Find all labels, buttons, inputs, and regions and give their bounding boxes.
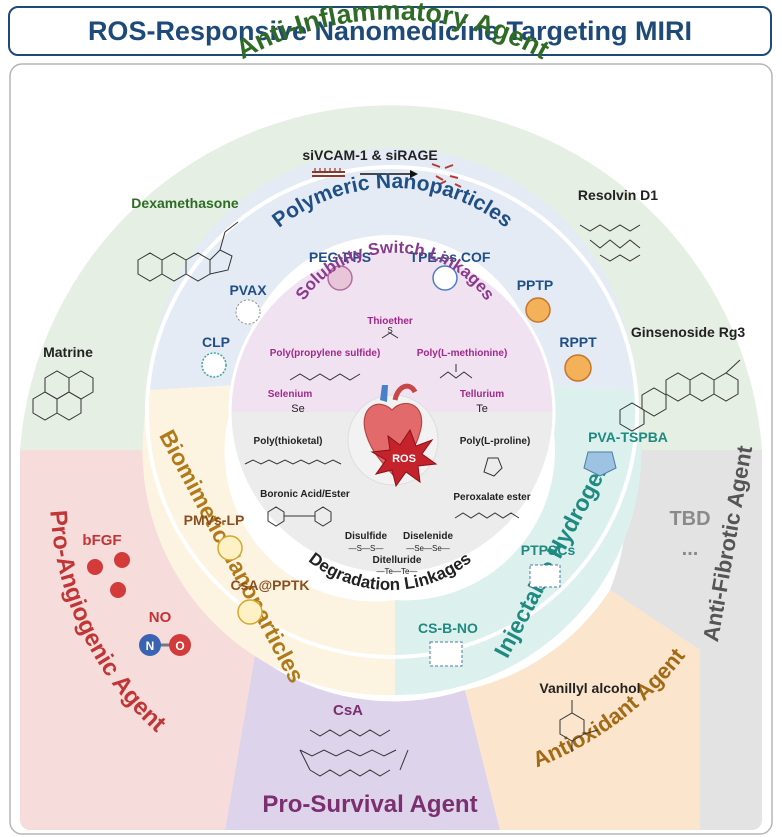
solubility-sector	[230, 250, 554, 412]
no-n-atom: N	[146, 639, 155, 653]
matrine-label: Matrine	[43, 344, 93, 360]
tete-formula: —Te—Te—	[377, 567, 418, 576]
csa-structure-icon	[299, 729, 409, 777]
pvax-icon	[235, 299, 261, 325]
ss-formula: —S—S—	[349, 544, 384, 553]
ros-label: ROS	[392, 453, 416, 465]
thioether-label: Thioether	[367, 316, 413, 327]
pptp-icon	[525, 297, 551, 323]
middle-ring-border	[145, 165, 639, 659]
title-box: ROS-Responsive Nanomedicine Targeting MI…	[8, 6, 772, 56]
thioether-s-atom: S	[387, 326, 392, 335]
pmvs-lp-icon	[217, 535, 243, 561]
rppt-label: RPPT	[559, 334, 597, 350]
se-atom: Se	[291, 403, 304, 415]
cs-b-no-label: CS-B-NO	[418, 620, 478, 636]
polymeric-sector	[150, 148, 634, 390]
ginsenoside-label: Ginsenoside Rg3	[631, 324, 746, 340]
pps-structure-icon	[289, 373, 361, 381]
polyproline-structure-icon	[483, 457, 503, 477]
csa-pptk-icon	[237, 599, 263, 625]
vanillyl-label: Vanillyl alcohol	[539, 680, 640, 696]
anti-inflammatory-label: Anti-Inflammatory Agent	[231, 0, 554, 65]
selenium-label: Selenium	[268, 389, 313, 400]
disulfide-label: Disulfide	[345, 531, 388, 542]
ellipsis-label: ...	[682, 538, 699, 560]
no-label: NO	[149, 609, 172, 626]
dexamethasone-structure-icon	[137, 221, 239, 282]
antioxidant-sector	[465, 590, 700, 830]
peg-pps-label: PEG-PPS	[309, 249, 371, 265]
injectable-sector	[395, 385, 642, 696]
clp-icon	[201, 352, 227, 378]
degradation-sector	[230, 412, 554, 574]
plmet-structure-icon	[439, 364, 473, 379]
sirna-icon	[312, 163, 462, 188]
peg-pps-icon	[327, 265, 353, 291]
thioether-structure-icon	[381, 332, 399, 339]
outer-border	[9, 63, 773, 835]
ginsenoside-structure-icon	[619, 359, 741, 432]
bfgf-label: bFGF	[82, 532, 121, 549]
plmet-label: Poly(L-methionine)	[417, 348, 508, 359]
clp-label: CLP	[202, 334, 230, 350]
page-title: ROS-Responsive Nanomedicine Targeting MI…	[87, 15, 693, 46]
peroxalate-structure-icon	[454, 512, 520, 519]
anti-inflammatory-sector	[20, 105, 762, 450]
tpe-cof-icon	[432, 265, 458, 291]
pptp-label: PPTP	[517, 277, 554, 293]
sese-formula: —Se—Se—	[406, 544, 450, 553]
pva-tspba-icon	[583, 451, 617, 477]
pro-survival-sector	[225, 655, 500, 830]
polythioketal-structure-icon	[244, 459, 342, 465]
pro-angiogenic-sector-ext	[20, 450, 255, 830]
tpe-cof-label: TPE-ss COF	[410, 249, 491, 265]
resolvin-structure-icon	[579, 224, 641, 262]
sirna-label: siVCAM-1 & siRAGE	[302, 147, 437, 163]
no-o-atom: O	[175, 639, 184, 653]
ditelluride-label: Ditelluride	[373, 555, 422, 566]
csa-pptk-label: CsA@PPTK	[231, 577, 310, 593]
rppt-icon	[564, 354, 592, 382]
biomimetic-sector	[142, 385, 395, 696]
boronic-structure-icon	[267, 506, 332, 527]
no-molecule-icon: N O	[139, 634, 191, 656]
bfgf-icon	[87, 552, 130, 598]
matrine-structure-icon	[32, 370, 94, 421]
cs-b-no-icon	[429, 641, 463, 667]
diselenide-label: Diselenide	[403, 531, 453, 542]
anti-fibrotic-sector	[610, 450, 762, 830]
pva-tspba-label: PVA-TSPBA	[588, 429, 668, 445]
pmvs-lp-label: PMVs-LP	[184, 512, 245, 528]
polyproline-label: Poly(L-proline)	[460, 436, 531, 447]
pvax-label: PVAX	[229, 282, 267, 298]
polythioketal-label: Poly(thioketal)	[254, 436, 323, 447]
ptpscs-label: PTPSCs	[521, 542, 576, 558]
resolvin-label: Resolvin D1	[578, 187, 658, 203]
dexamethasone-label: Dexamethasone	[131, 195, 239, 211]
csa-label: CsA	[333, 702, 363, 719]
tbd-label: TBD	[669, 508, 710, 530]
peroxalate-label: Peroxalate ester	[453, 492, 530, 503]
tellurium-label: Tellurium	[460, 389, 504, 400]
boronic-label: Boronic Acid/Ester	[260, 489, 350, 500]
pro-survival-label: Pro-Survival Agent	[262, 791, 477, 818]
ros-burst-icon: ROS	[370, 428, 438, 488]
inner-ring-border	[228, 248, 556, 576]
te-atom: Te	[476, 403, 488, 415]
ptpscs-icon	[529, 564, 561, 588]
pps-label: Poly(propylene sulfide)	[270, 348, 381, 359]
vanillyl-structure-icon	[559, 700, 599, 752]
